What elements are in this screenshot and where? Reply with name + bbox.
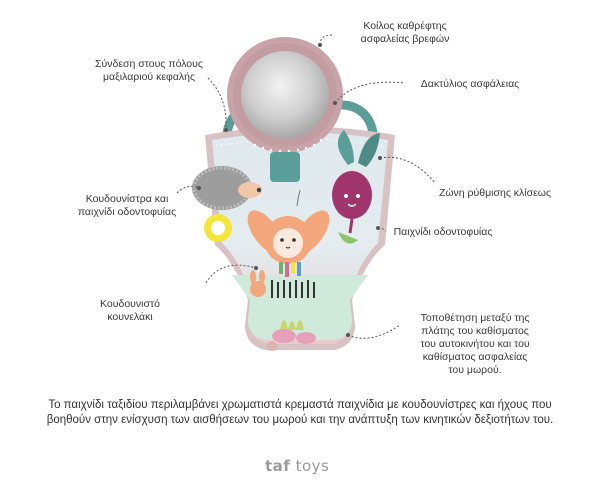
label-headrest: Σύνδεση στους πόλους μαξιλαριού κεφαλής [95,58,203,83]
leader-dots [197,43,382,337]
beet-teether [332,130,380,244]
yellow-teether-ring [204,214,232,242]
label-beet: Παιχνίδι οδοντοφυίας [393,226,493,238]
bunny-rattle [247,189,330,277]
label-bunny: Κουδουνιστό κουνελάκι [100,298,160,323]
product-description: Το παιχνίδι ταξιδίου περιλαμβάνει χρωματ… [46,399,554,426]
label-placement: Τοποθέτηση μεταξύ της πλάτης του καθίσμα… [420,312,530,376]
label-ring: Δακτύλιος ασφάλειας [420,78,520,90]
hedgehog-rattle [192,166,262,210]
brand-name: taf toys [265,457,330,475]
label-hedgehog: Κουδουνίστρα και παιχνίδι οδοντοφυίας [77,193,177,218]
label-strap: Ζώνη ρύθμισης κλίσεως [438,187,552,199]
leader-lines [176,34,436,339]
mirror [227,37,343,182]
brand-logo: taf toys [265,455,345,479]
label-mirror: Κοίλος καθρέφτης ασφαλείας βρεφών [360,20,450,45]
